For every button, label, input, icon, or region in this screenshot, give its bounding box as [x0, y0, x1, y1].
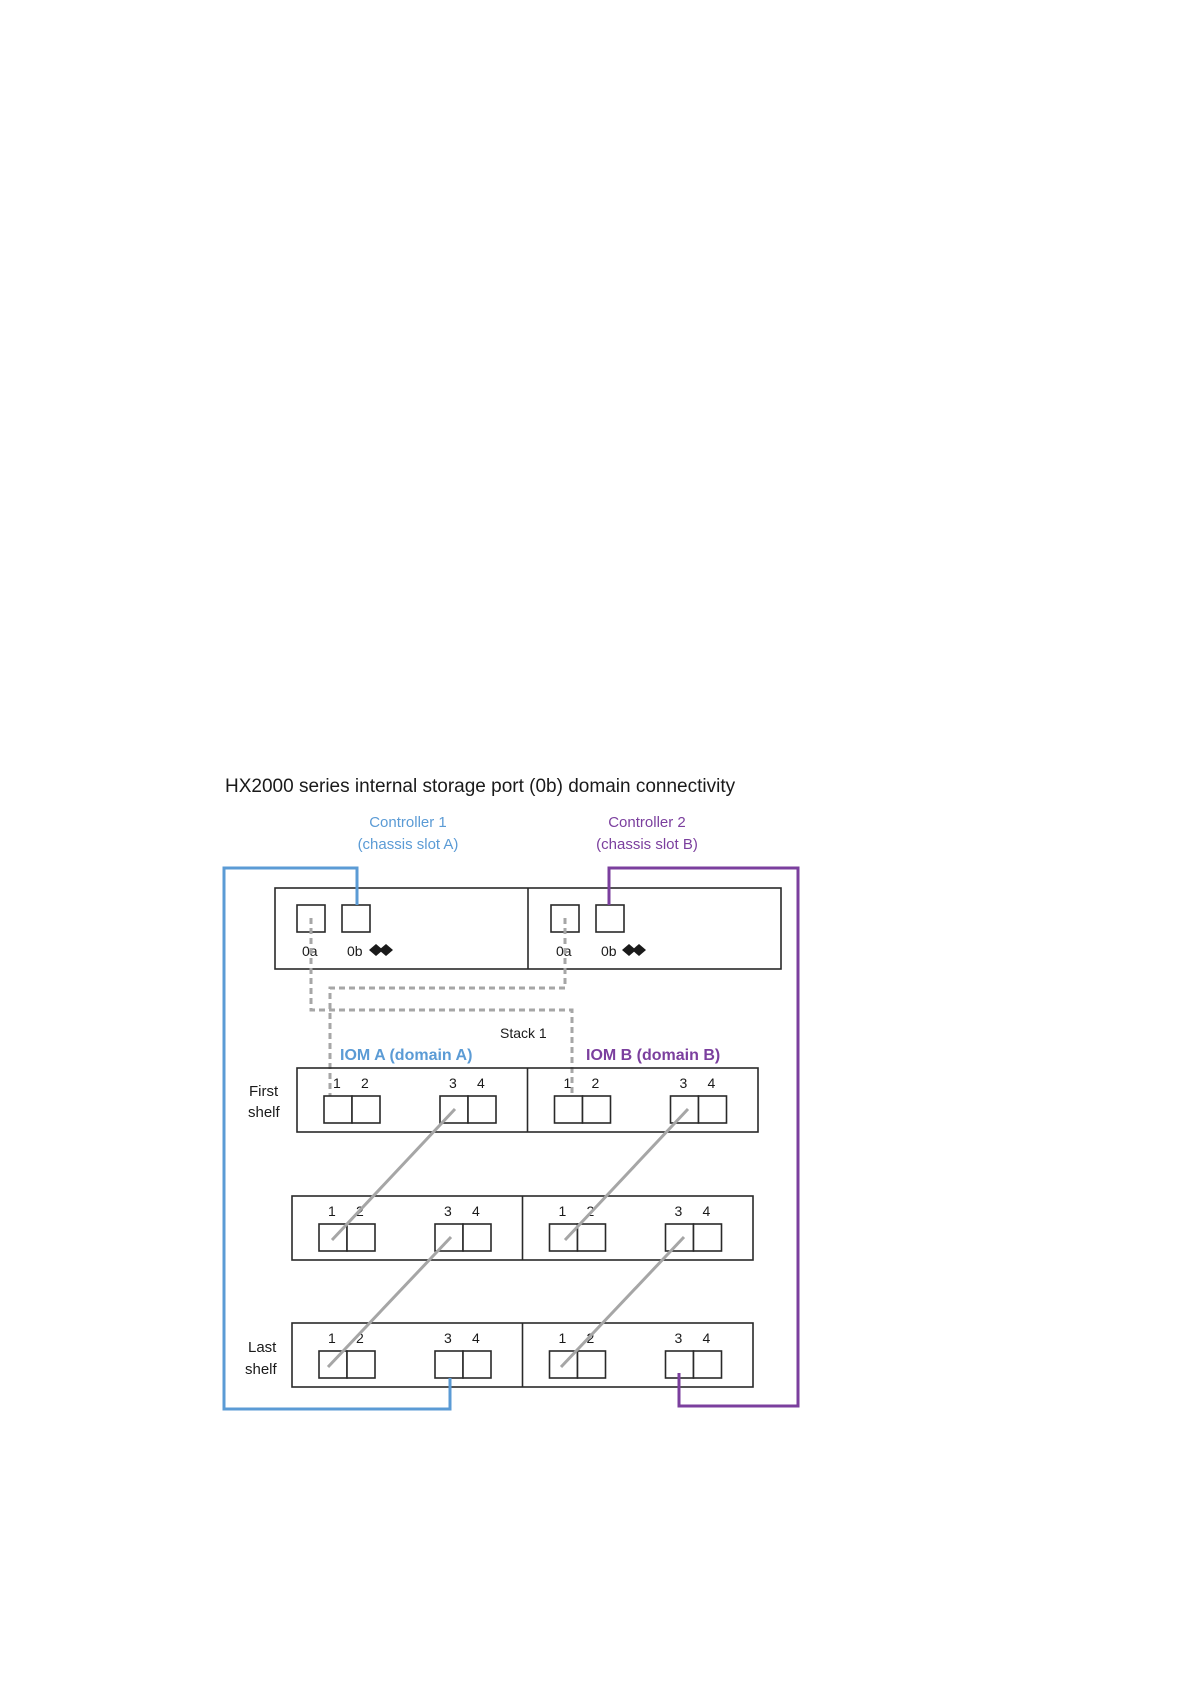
iom-a-port-4	[468, 1096, 496, 1123]
domain-a-cable	[224, 868, 450, 1409]
iom-b-port-2	[583, 1096, 611, 1123]
controller-1-port-0b	[342, 905, 370, 932]
first-shelf-label-line1: First	[249, 1083, 279, 1100]
last-shelf-label-line1: Last	[248, 1339, 277, 1356]
iom-b-port-4	[694, 1351, 722, 1378]
disk-shelves: 123412341234123412341234	[292, 1068, 758, 1387]
controller-2-0b-connector-icon	[622, 944, 646, 956]
first-shelf-label-line2: shelf	[248, 1104, 281, 1121]
iom-b-port-3	[671, 1096, 699, 1123]
iom-a-port-3-label: 3	[449, 1075, 457, 1091]
sas-cables	[328, 1109, 688, 1367]
iom-a-port-4-label: 4	[472, 1330, 480, 1346]
stack-label: Stack 1	[500, 1025, 547, 1041]
iom-a-port-4	[463, 1351, 491, 1378]
iom-a-port-2	[347, 1351, 375, 1378]
iom-b-port-1-label: 1	[559, 1330, 567, 1346]
controller-2-port-0b	[596, 905, 624, 932]
iom-a-port-4	[463, 1224, 491, 1251]
sas-cable-4	[561, 1237, 684, 1367]
iom-b-port-4	[694, 1224, 722, 1251]
iom-a-port-1-label: 1	[328, 1330, 336, 1346]
controller-chassis: 0a 0b 0a 0b	[275, 888, 781, 969]
iom-a-label: IOM A (domain A)	[340, 1047, 472, 1064]
controller-1-label: Controller 1	[369, 814, 447, 831]
iom-b-label: IOM B (domain B)	[586, 1047, 720, 1064]
iom-a-port-2	[352, 1096, 380, 1123]
diagram-title: HX2000 series internal storage port (0b)…	[225, 776, 736, 797]
controller-2-0b-label: 0b	[601, 943, 617, 959]
sas-cable-1	[332, 1109, 455, 1240]
iom-a-port-2-label: 2	[361, 1075, 369, 1091]
controller-2-label: Controller 2	[608, 814, 686, 831]
controller-1-slot: (chassis slot A)	[358, 836, 459, 853]
iom-b-port-2	[578, 1351, 606, 1378]
iom-a-port-1-label: 1	[333, 1075, 341, 1091]
iom-b-port-2-label: 2	[592, 1075, 600, 1091]
iom-b-port-1-label: 1	[564, 1075, 572, 1091]
iom-b-port-3	[666, 1224, 694, 1251]
iom-b-port-3-label: 3	[680, 1075, 688, 1091]
last-shelf-label-line2: shelf	[245, 1361, 278, 1378]
controller-1-0b-connector-icon	[369, 944, 393, 956]
sas-cable-3	[328, 1237, 451, 1367]
iom-a-port-4-label: 4	[477, 1075, 485, 1091]
iom-a-port-1	[319, 1351, 347, 1378]
controller-2-slot: (chassis slot B)	[596, 836, 698, 853]
iom-a-port-3-label: 3	[444, 1330, 452, 1346]
iom-a-port-4-label: 4	[472, 1203, 480, 1219]
iom-b-port-1-label: 1	[559, 1203, 567, 1219]
iom-b-port-1	[555, 1096, 583, 1123]
iom-b-port-2	[578, 1224, 606, 1251]
iom-b-port-3-label: 3	[675, 1203, 683, 1219]
sas-cable-2	[565, 1109, 688, 1240]
iom-a-port-1-label: 1	[328, 1203, 336, 1219]
iom-b-port-4-label: 4	[703, 1330, 711, 1346]
iom-b-port-3-label: 3	[675, 1330, 683, 1346]
iom-b-port-1	[550, 1224, 578, 1251]
iom-b-port-4	[699, 1096, 727, 1123]
iom-a-port-3-label: 3	[444, 1203, 452, 1219]
iom-a-port-2	[347, 1224, 375, 1251]
iom-b-port-4-label: 4	[708, 1075, 716, 1091]
controller-1-0b-label: 0b	[347, 943, 363, 959]
first-shelf: 1 2 3 4 1 2 3 4	[297, 1068, 758, 1132]
iom-a-port-3	[435, 1351, 463, 1378]
iom-b-port-4-label: 4	[703, 1203, 711, 1219]
iom-a-port-1	[324, 1096, 352, 1123]
